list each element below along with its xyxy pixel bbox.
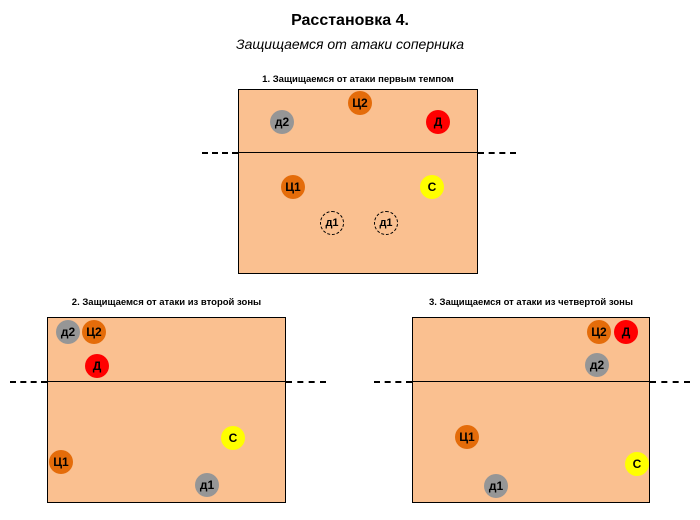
diagram-3-player-c1: Ц1 [455, 425, 479, 449]
diagram-1-net-extension-left [202, 152, 238, 154]
diagram-1-player-d1-alt-b: д1 [374, 211, 398, 235]
diagram-2-player-c2: Ц2 [82, 320, 106, 344]
page-title: Расстановка 4. [291, 12, 409, 29]
diagram-2-caption: 2. Защищаемся от атаки из второй зоны [71, 297, 262, 308]
diagram-2-net-extension-right [286, 381, 326, 383]
diagram-3-player-s: С [625, 452, 649, 476]
diagram-1-player-d: Д [426, 110, 450, 134]
diagram-2-player-s: С [221, 426, 245, 450]
diagram-2-player-d: Д [85, 354, 109, 378]
diagram-3-court [412, 317, 650, 503]
page-subtitle: Защищаемся от атаки соперника [235, 36, 465, 52]
diagram-2-net [47, 381, 286, 382]
diagram-3-caption: 3. Защищаемся от атаки из четвертой зоны [428, 297, 634, 308]
diagram-3-player-d2: д2 [585, 353, 609, 377]
diagram-1-net-extension-right [478, 152, 516, 154]
diagram-3-net-extension-left [374, 381, 412, 383]
diagram-3-player-c2: Ц2 [587, 320, 611, 344]
diagram-2-player-d1: д1 [195, 473, 219, 497]
diagram-2-net-extension-left [10, 381, 47, 383]
diagram-3-net [412, 381, 650, 382]
diagram-3-player-d1: д1 [484, 474, 508, 498]
diagram-1-player-s: С [420, 175, 444, 199]
diagram-1-caption: 1. Защищаемся от атаки первым темпом [262, 74, 454, 85]
diagram-3-player-d: Д [614, 320, 638, 344]
diagram-1-player-c1: Ц1 [281, 175, 305, 199]
diagram-3-net-extension-right [650, 381, 690, 383]
diagram-1-player-d2: д2 [270, 110, 294, 134]
diagram-2-player-d2: д2 [56, 320, 80, 344]
diagram-1-player-d1-alt-a: д1 [320, 211, 344, 235]
diagram-1-player-c2: Ц2 [348, 91, 372, 115]
diagram-1-net [238, 152, 478, 153]
diagram-2-player-c1: Ц1 [49, 450, 73, 474]
diagram-2-court [47, 317, 286, 503]
